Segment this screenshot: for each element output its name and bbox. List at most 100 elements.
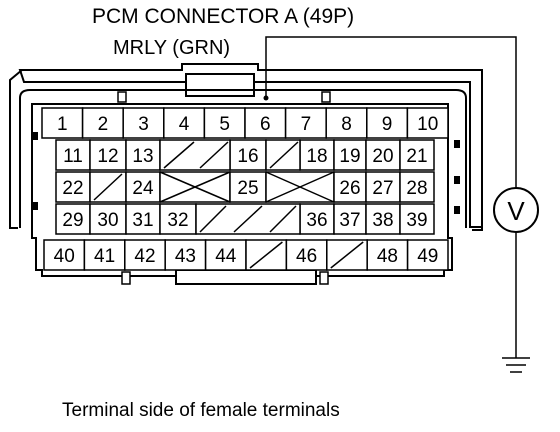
pin-number: 18 xyxy=(306,146,327,167)
blank-terminal-slash xyxy=(233,205,263,233)
connector-housing-shell xyxy=(9,69,483,231)
terminal-cell xyxy=(333,203,367,235)
terminal-cell xyxy=(55,203,91,235)
terminal-cell xyxy=(406,239,449,271)
pin-number: 4 xyxy=(179,114,190,135)
probe-wire xyxy=(265,36,517,358)
pin-number: 28 xyxy=(406,178,427,199)
diagram-caption: Terminal side of female terminals xyxy=(62,400,340,421)
connector-title: PCM CONNECTOR A (49P) xyxy=(92,5,355,28)
terminal-cell xyxy=(125,171,161,203)
side-marker xyxy=(454,140,460,148)
side-marker xyxy=(454,206,460,214)
voltmeter-symbol xyxy=(493,187,539,233)
pin-number: 42 xyxy=(134,246,155,267)
side-marker xyxy=(454,176,460,184)
connector-bottom-key xyxy=(175,269,317,285)
pin-number: 22 xyxy=(62,178,83,199)
terminal-cell xyxy=(365,139,401,171)
pin-number: 36 xyxy=(306,210,327,231)
ground-icon xyxy=(502,357,530,373)
pin-number: 26 xyxy=(339,178,360,199)
terminal-cell xyxy=(125,139,161,171)
terminal-cell xyxy=(366,239,409,271)
pin-number: 7 xyxy=(301,114,312,135)
blank-terminal-slash xyxy=(93,173,123,201)
pin-number: 10 xyxy=(417,114,438,135)
terminal-cell xyxy=(203,107,246,139)
blank-terminal-slash xyxy=(163,141,195,169)
pin-number: 29 xyxy=(62,210,83,231)
locator-tab xyxy=(117,91,127,103)
terminal-cell xyxy=(43,239,86,271)
terminal-cell xyxy=(164,239,207,271)
pin-number: 20 xyxy=(372,146,393,167)
wire-label: MRLY (GRN) xyxy=(113,37,231,59)
pin-number: 32 xyxy=(167,210,188,231)
pin-number: 49 xyxy=(417,246,438,267)
probe-connection-dot xyxy=(263,95,269,101)
pin-number: 2 xyxy=(98,114,109,135)
pin-number: 5 xyxy=(219,114,230,135)
terminal-cell xyxy=(89,139,127,171)
pin-number: 46 xyxy=(296,246,317,267)
terminal-cell xyxy=(399,203,435,235)
side-marker xyxy=(32,202,38,210)
connector-latch xyxy=(185,73,255,97)
pin-number: 40 xyxy=(54,246,75,267)
terminal-cell xyxy=(81,107,124,139)
terminal-cell xyxy=(333,171,367,203)
locator-tab xyxy=(321,91,331,103)
pin-number: 9 xyxy=(382,114,393,135)
terminal-cell xyxy=(333,139,367,171)
blank-terminal-slash xyxy=(330,241,364,269)
pin-number: 6 xyxy=(260,114,271,135)
pin-number: 1 xyxy=(57,114,68,135)
blank-terminal-cross xyxy=(265,171,335,203)
blank-terminal-slash xyxy=(199,141,229,169)
terminal-cell xyxy=(125,203,161,235)
locator-tab xyxy=(121,271,131,285)
pin-number: 12 xyxy=(97,146,118,167)
pin-number: 39 xyxy=(406,210,427,231)
terminal-cell xyxy=(406,107,449,139)
pin-number: 30 xyxy=(97,210,118,231)
blank-terminal-slash xyxy=(199,205,227,233)
blank-terminal-slash xyxy=(269,141,299,169)
blank-terminal-slash xyxy=(269,205,297,233)
terminal-cell xyxy=(325,107,368,139)
pin-number: 37 xyxy=(339,210,360,231)
pin-number: 38 xyxy=(372,210,393,231)
terminal-cell xyxy=(299,139,335,171)
pin-number: 8 xyxy=(341,114,352,135)
locator-tab xyxy=(319,271,329,285)
side-marker xyxy=(32,132,38,140)
blank-terminal xyxy=(159,139,231,171)
pin-number: 16 xyxy=(237,146,258,167)
voltmeter-label: V xyxy=(507,196,525,226)
blank-terminal-cross xyxy=(159,171,231,203)
pin-number: 31 xyxy=(132,210,153,231)
pin-number: 3 xyxy=(138,114,149,135)
pin-number: 25 xyxy=(237,178,258,199)
pin-number: 21 xyxy=(406,146,427,167)
pin-number: 24 xyxy=(132,178,154,199)
pin-number: 43 xyxy=(175,246,196,267)
pin-number: 27 xyxy=(372,178,393,199)
terminal-cell xyxy=(285,239,328,271)
pin-number: 19 xyxy=(339,146,360,167)
blank-terminal-slash xyxy=(249,241,283,269)
pin-number: 41 xyxy=(94,246,115,267)
pin-number: 13 xyxy=(132,146,153,167)
terminal-cell xyxy=(244,107,287,139)
terminal-cell xyxy=(284,107,327,139)
connector-inner-frame xyxy=(19,89,467,228)
pin-number: 11 xyxy=(63,146,83,167)
terminal-cell xyxy=(399,171,435,203)
pin-number: 48 xyxy=(377,246,398,267)
terminal-cell xyxy=(399,139,435,171)
terminal-cell xyxy=(122,107,165,139)
